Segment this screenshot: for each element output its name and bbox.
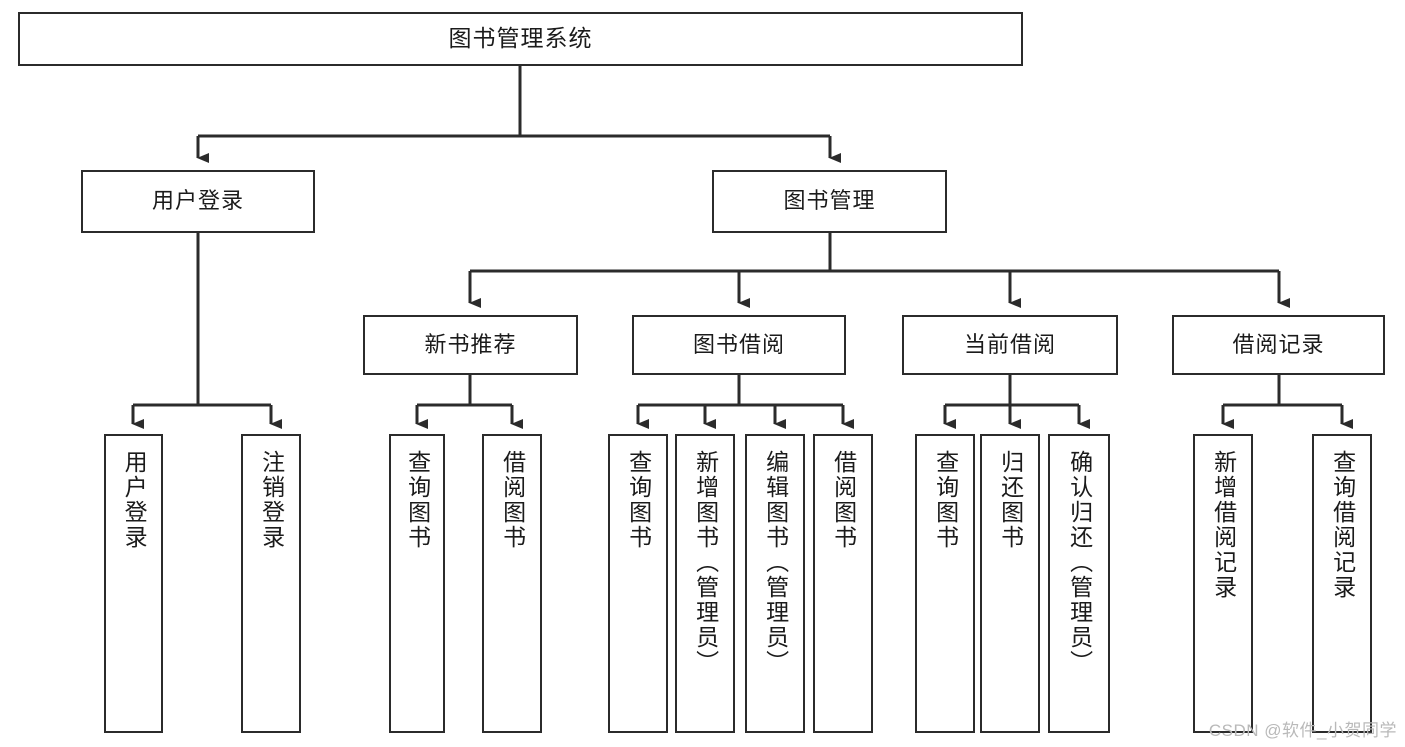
leaf-borrow-book[interactable]: 借阅图书: [813, 434, 873, 733]
leaf-user-login-label: 用户登录: [121, 450, 148, 550]
leaf-logout-label: 注销登录: [258, 450, 285, 550]
node-borrow-records[interactable]: 借阅记录: [1172, 315, 1385, 375]
leaf-query-book-newbook[interactable]: 查询图书: [389, 434, 445, 733]
node-user-login[interactable]: 用户登录: [81, 170, 315, 233]
node-new-book-recommend-label: 新书推荐: [424, 331, 517, 357]
node-user-login-label: 用户登录: [151, 188, 244, 214]
leaf-return-book[interactable]: 归还图书: [980, 434, 1040, 733]
node-new-book-recommend[interactable]: 新书推荐: [363, 315, 578, 375]
leaf-query-book-borrow-label: 查询图书: [625, 450, 652, 550]
node-book-borrow-label: 图书借阅: [692, 331, 785, 357]
node-current-borrow[interactable]: 当前借阅: [902, 315, 1118, 375]
leaf-confirm-return-admin-label: 确认归还（管理员）: [1066, 450, 1093, 675]
leaf-add-book-admin-label: 新增图书（管理员）: [692, 450, 719, 675]
leaf-add-borrow-record-label: 新增借阅记录: [1210, 450, 1237, 600]
leaf-edit-book-admin-label: 编辑图书（管理员）: [762, 450, 789, 675]
leaf-edit-book-admin[interactable]: 编辑图书（管理员）: [745, 434, 805, 733]
leaf-query-book-borrow[interactable]: 查询图书: [608, 434, 668, 733]
leaf-return-book-label: 归还图书: [997, 450, 1024, 550]
leaf-query-book-newbook-label: 查询图书: [404, 450, 431, 550]
leaf-user-login[interactable]: 用户登录: [104, 434, 163, 733]
node-root-label: 图书管理系统: [448, 25, 593, 52]
leaf-logout[interactable]: 注销登录: [241, 434, 301, 733]
node-current-borrow-label: 当前借阅: [963, 331, 1056, 357]
leaf-add-borrow-record[interactable]: 新增借阅记录: [1193, 434, 1253, 733]
node-borrow-records-label: 借阅记录: [1232, 331, 1325, 357]
leaf-query-borrow-record-label: 查询借阅记录: [1329, 450, 1356, 600]
leaf-query-book-current-label: 查询图书: [932, 450, 959, 550]
leaf-query-book-current[interactable]: 查询图书: [915, 434, 975, 733]
leaf-add-book-admin[interactable]: 新增图书（管理员）: [675, 434, 735, 733]
leaf-confirm-return-admin[interactable]: 确认归还（管理员）: [1048, 434, 1110, 733]
node-book-management-label: 图书管理: [783, 188, 876, 214]
leaf-query-borrow-record[interactable]: 查询借阅记录: [1312, 434, 1372, 733]
node-root[interactable]: 图书管理系统: [18, 12, 1023, 66]
node-book-management[interactable]: 图书管理: [712, 170, 947, 233]
leaf-borrow-book-newbook[interactable]: 借阅图书: [482, 434, 542, 733]
leaf-borrow-book-label: 借阅图书: [830, 450, 857, 550]
leaf-borrow-book-newbook-label: 借阅图书: [499, 450, 526, 550]
node-book-borrow[interactable]: 图书借阅: [632, 315, 846, 375]
